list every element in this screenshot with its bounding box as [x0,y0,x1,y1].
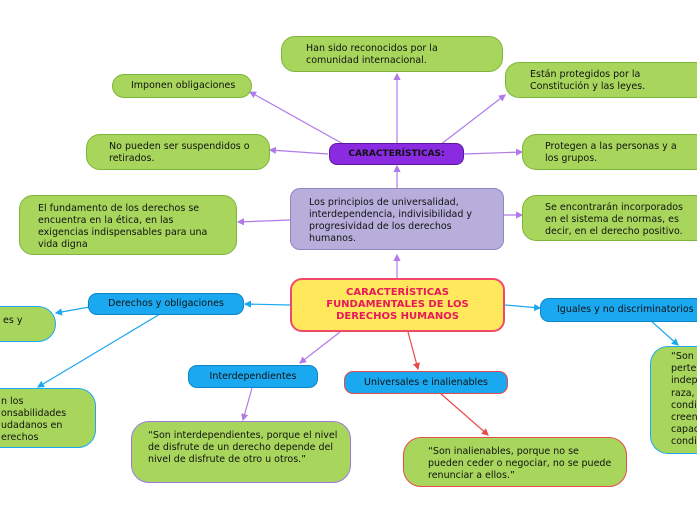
edge-car-obligaciones [248,91,346,146]
node-incorporados: Se encontrarán incorporados en el sistem… [522,195,697,241]
edge-derechos-leftbottom [36,313,161,388]
node-protegidos: Están protegidos por la Constitución y l… [505,62,697,98]
edge-center-derechos [243,300,291,308]
edge-universales-quote [439,392,489,436]
edge-center-universales [407,331,420,371]
leaf-left-bottom: n los onsabilidades udadanos en erechos [0,388,96,448]
caracteristicas-title: CARACTERÍSTICAS: [329,143,464,165]
branch-iguales: Iguales y no discriminatorios [540,298,697,322]
edge-center-iguales [504,303,542,312]
central-topic: CARACTERÍSTICAS FUNDAMENTALES DE LOS DER… [290,278,505,332]
edge-iguales-quote [649,319,679,346]
node-protegen: Protegen a las personas y a los grupos. [522,134,697,170]
node-suspendidos: No pueden ser suspendidos o retirados. [86,134,270,170]
branch-derechos-obligaciones: Derechos y obligaciones [88,293,244,315]
leaf-iguales-quote: “Son perte indep raza, condi creen capac… [650,346,697,454]
edge-car-protegen [463,148,524,156]
edge-car-suspendidos [268,146,329,155]
branch-universales: Universales e inalienables [344,371,508,394]
branch-interdependientes: Interdependientes [188,365,318,388]
node-principles: Los principios de universalidad, interde… [290,188,504,250]
leaf-left-top: es y [0,306,56,342]
node-obligaciones: Imponen obligaciones [112,74,252,98]
edge-car-protegidos [439,94,506,146]
edge-principles-fundamento [236,218,291,226]
node-fundamento: El fundamento de los derechos se encuent… [19,195,237,255]
node-reconocidos: Han sido reconocidos por la comunidad in… [281,36,503,72]
edge-interdependientes-quote [241,387,253,422]
leaf-interdependientes-quote: “Son interdependientes, porque el nivel … [131,421,351,483]
edge-center-interdependientes [299,331,341,364]
leaf-universales-quote: “Son inalienables, porque no se pueden c… [403,437,627,487]
